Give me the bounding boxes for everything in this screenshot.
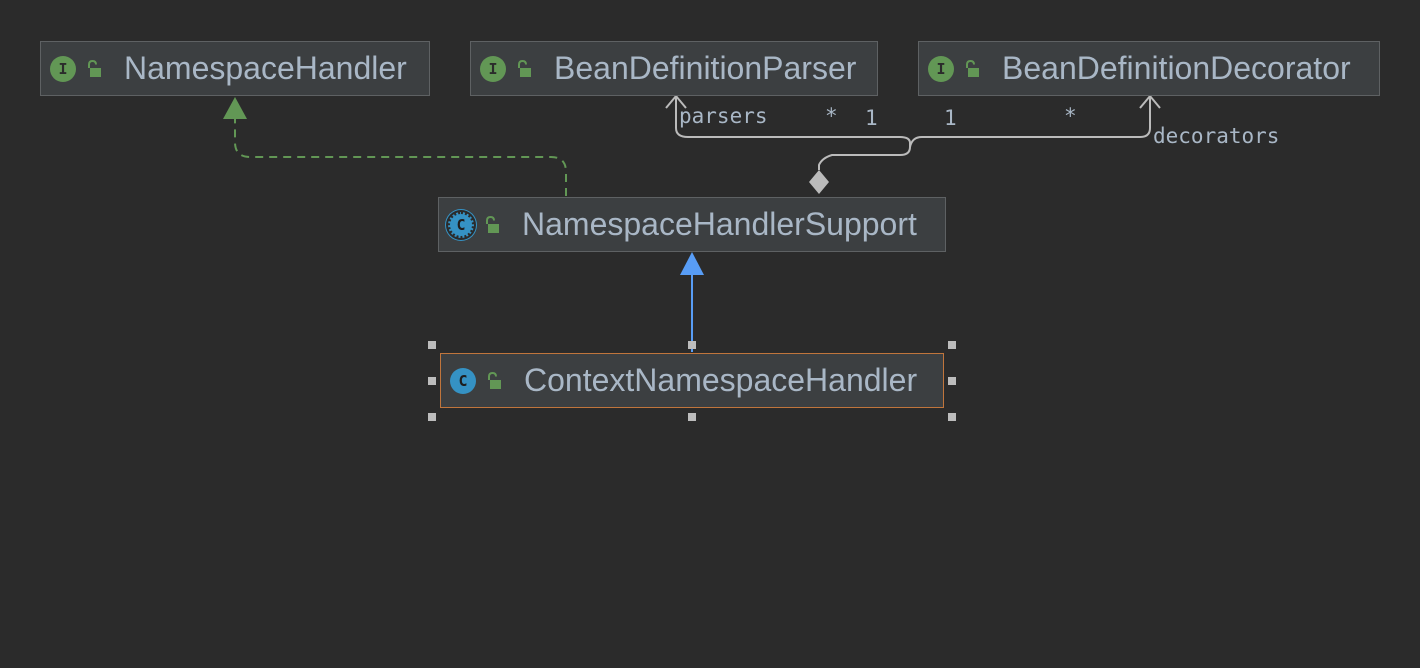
interface-icon: I [50,55,76,82]
bean-definition-decorator-label: BeanDefinitionDecorator [1002,50,1351,86]
parsers-arrowhead [665,94,687,109]
decorators-arrowhead [1139,94,1161,109]
decorators-source-multiplicity: 1 [944,106,957,130]
parsers-target-multiplicity: * [825,104,838,128]
unlocked-padlock-icon [88,59,101,77]
bean-definition-decorator-node[interactable]: I BeanDefinitionDecorator [918,41,1380,96]
implements-edge[interactable] [234,118,567,196]
interface-icon: I [480,55,506,82]
class-icon: C [450,367,476,394]
bean-definition-parser-label: BeanDefinitionParser [554,50,857,86]
abstract-class-icon: C [448,211,474,238]
context-namespace-handler-node[interactable]: C ContextNamespaceHandler [440,353,944,408]
unlocked-padlock-icon [518,59,531,77]
unlocked-padlock-icon [966,59,979,77]
resize-handle-middle-right[interactable] [948,377,956,385]
resize-handle-top-center[interactable] [688,341,696,349]
namespace-handler-support-label: NamespaceHandlerSupport [522,206,917,242]
resize-handle-top-right[interactable] [948,341,956,349]
resize-handle-bottom-right[interactable] [948,413,956,421]
resize-handle-middle-left[interactable] [428,377,436,385]
resize-handle-top-left[interactable] [428,341,436,349]
unlocked-padlock-icon [488,371,501,389]
namespace-handler-node[interactable]: I NamespaceHandler [40,41,430,96]
unlocked-padlock-icon [486,215,499,233]
parsers-source-multiplicity: 1 [865,106,878,130]
bean-definition-parser-node[interactable]: I BeanDefinitionParser [470,41,878,96]
composition-diamond [809,170,829,194]
namespace-handler-label: NamespaceHandler [124,50,407,86]
extends-arrowhead [680,252,704,275]
parsers-role-label: parsers [679,104,768,128]
implements-arrowhead [223,97,247,119]
context-namespace-handler-label: ContextNamespaceHandler [524,362,918,398]
interface-icon: I [928,55,954,82]
decorators-role-label: decorators [1153,124,1280,148]
namespace-handler-support-node[interactable]: C NamespaceHandlerSupport [438,197,946,252]
decorators-association-edge[interactable] [909,97,1151,148]
decorators-target-multiplicity: * [1064,104,1077,128]
resize-handle-bottom-left[interactable] [428,413,436,421]
resize-handle-bottom-center[interactable] [688,413,696,421]
